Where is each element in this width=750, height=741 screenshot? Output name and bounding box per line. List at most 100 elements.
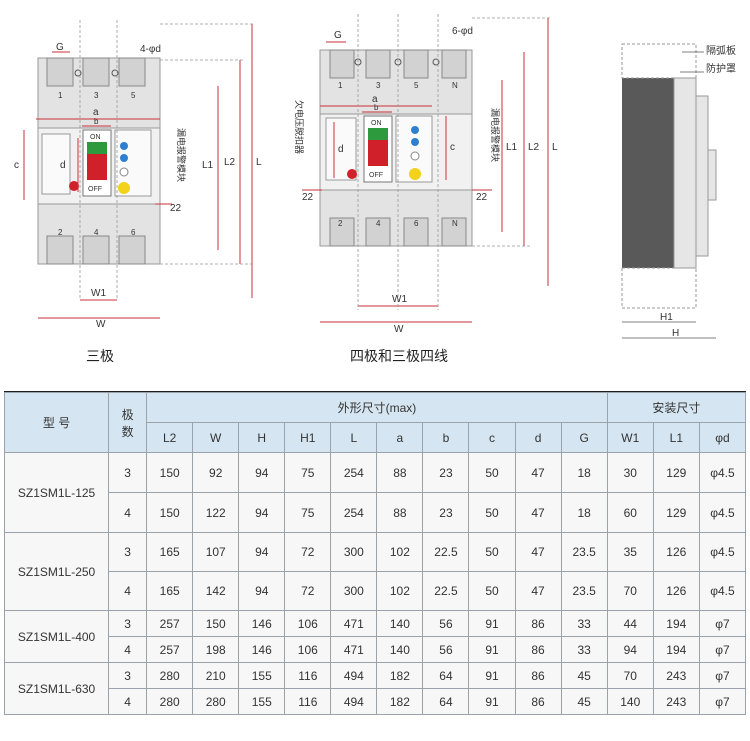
three-pole-drawing: G 4-φd 1 3 5 2 4 6 a b c d ON OFF 22 L1 …: [14, 20, 262, 330]
terminal-top-1: 1: [58, 91, 63, 100]
value-cell: 56: [422, 636, 470, 663]
value-cell: 23: [422, 492, 470, 533]
value-cell: 165: [146, 571, 194, 611]
value-cell: 254: [330, 452, 378, 493]
value-cell: φ4.5: [698, 452, 747, 493]
value-cell: φ7: [698, 662, 747, 689]
label-L1: L1: [202, 160, 214, 171]
value-cell: 60: [606, 492, 654, 533]
value-cell: φ7: [698, 688, 747, 715]
poles-cell: 3: [108, 532, 148, 572]
value-cell: 165: [146, 532, 194, 572]
terminal-top-N: N: [452, 81, 458, 90]
terminal-bottom-2: 2: [58, 228, 63, 237]
model-cell: SZ1SM1L-250: [3, 532, 110, 611]
value-cell: 150: [146, 492, 194, 533]
value-cell: 194: [652, 636, 700, 663]
label-cover: 防护罩: [706, 62, 736, 75]
value-cell: 140: [376, 610, 424, 637]
label-W1: W1: [91, 288, 106, 299]
value-cell: 33: [560, 636, 608, 663]
value-cell: 86: [514, 688, 562, 715]
column-header: H: [238, 422, 286, 453]
label-a: a: [372, 94, 378, 105]
value-cell: 91: [468, 610, 516, 637]
value-cell: 50: [468, 492, 516, 533]
label-holes: 6-φd: [452, 26, 473, 37]
value-cell: 300: [330, 571, 378, 611]
value-cell: 94: [238, 571, 286, 611]
value-cell: 47: [514, 532, 562, 572]
label-L2: L2: [528, 142, 540, 153]
module-label: 漏电报警模块: [176, 128, 187, 182]
value-cell: 494: [330, 688, 378, 715]
value-cell: 257: [146, 610, 194, 637]
value-cell: 243: [652, 688, 700, 715]
label-H1: H1: [660, 312, 673, 323]
value-cell: 155: [238, 662, 286, 689]
value-cell: φ4.5: [698, 492, 747, 533]
label-22: 22: [170, 203, 182, 214]
terminal-bottom-4: 4: [94, 228, 99, 237]
label-c: c: [14, 160, 19, 171]
value-cell: 22.5: [422, 571, 470, 611]
label-on: ON: [90, 134, 101, 141]
column-header: d: [514, 422, 562, 453]
value-cell: 91: [468, 688, 516, 715]
value-cell: φ4.5: [698, 571, 747, 611]
column-header: L2: [146, 422, 194, 453]
terminal-bottom-2: 2: [338, 219, 343, 228]
value-cell: 146: [238, 636, 286, 663]
value-cell: 72: [284, 532, 332, 572]
value-cell: 280: [192, 688, 240, 715]
column-header: H1: [284, 422, 332, 453]
poles-cell: 3: [108, 662, 148, 689]
value-cell: 122: [192, 492, 240, 533]
value-cell: 140: [606, 688, 654, 715]
terminal-bottom-6: 6: [414, 219, 419, 228]
value-cell: 92: [192, 452, 240, 493]
value-cell: 94: [238, 532, 286, 572]
value-cell: 50: [468, 452, 516, 493]
label-b: b: [374, 103, 379, 112]
label-L1: L1: [506, 142, 518, 153]
value-cell: 47: [514, 571, 562, 611]
label-W: W: [394, 324, 404, 335]
column-header: L: [330, 422, 378, 453]
poles-cell: 3: [108, 610, 148, 637]
value-cell: 280: [146, 662, 194, 689]
poles-cell: 4: [108, 492, 148, 533]
value-cell: 300: [330, 532, 378, 572]
label-W: W: [96, 319, 106, 330]
value-cell: 22.5: [422, 532, 470, 572]
outline-header: 外形尺寸(max): [146, 392, 608, 423]
value-cell: 30: [606, 452, 654, 493]
label-a: a: [93, 107, 99, 118]
value-cell: 56: [422, 610, 470, 637]
column-header: a: [376, 422, 424, 453]
label-on: ON: [371, 120, 382, 127]
value-cell: 182: [376, 688, 424, 715]
value-cell: 88: [376, 492, 424, 533]
value-cell: 47: [514, 492, 562, 533]
column-header: b: [422, 422, 470, 453]
value-cell: 140: [376, 636, 424, 663]
value-cell: 94: [238, 492, 286, 533]
value-cell: 126: [652, 571, 700, 611]
poles-cell: 3: [108, 452, 148, 493]
terminal-top-3: 3: [376, 81, 381, 90]
label-c: c: [450, 142, 455, 153]
poles-cell: 4: [108, 688, 148, 715]
value-cell: 75: [284, 452, 332, 493]
four-pole-caption: 四极和三极四线: [350, 349, 448, 365]
value-cell: 86: [514, 610, 562, 637]
value-cell: 102: [376, 532, 424, 572]
mount-header: 安装尺寸: [606, 392, 747, 423]
column-header: c: [468, 422, 516, 453]
label-d: d: [60, 160, 66, 171]
model-header: 型 号: [3, 392, 110, 453]
side-view-drawing: 隔弧板 防护罩 H1 H: [621, 43, 736, 339]
label-22-left: 22: [302, 192, 314, 203]
